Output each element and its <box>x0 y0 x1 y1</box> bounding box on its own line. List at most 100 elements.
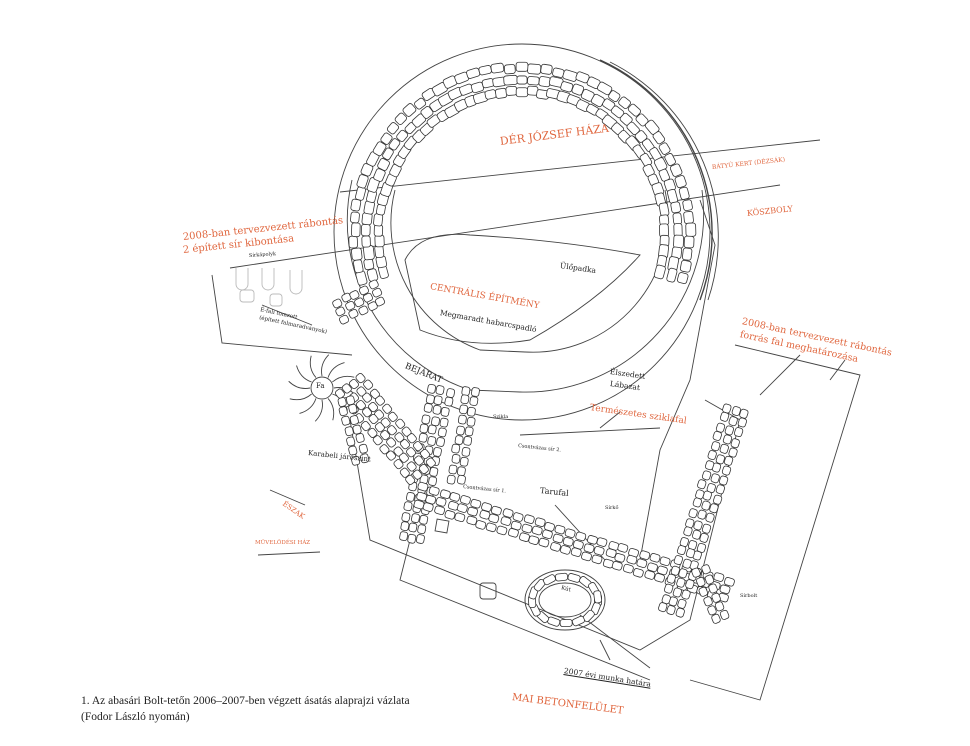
wall-stone <box>422 502 434 512</box>
wall-stone <box>456 503 468 513</box>
wall-stone <box>387 411 398 422</box>
wall-stone <box>360 223 371 237</box>
wall-stone <box>432 447 442 457</box>
wall-stone <box>444 396 454 407</box>
wall-stone <box>349 290 360 300</box>
wall-stone <box>516 75 528 85</box>
wall-stone <box>538 76 551 88</box>
wall-stone <box>341 415 351 426</box>
wall-stone <box>417 524 427 535</box>
wall-stone <box>559 618 573 628</box>
wall-stone <box>412 441 423 452</box>
wall-stone <box>374 422 385 433</box>
wall-stone <box>531 525 543 536</box>
well-ring <box>524 569 606 631</box>
wall-stone <box>335 388 345 399</box>
wall-stone <box>461 447 471 457</box>
wall-stone <box>685 222 697 237</box>
wall-stone <box>713 572 725 582</box>
wall-stone <box>350 211 360 224</box>
wall-stone <box>722 434 733 445</box>
wall-stone <box>415 534 425 544</box>
wall-stone <box>460 394 470 405</box>
wall-stone <box>521 523 533 534</box>
wall-stone <box>593 546 605 556</box>
wall-stone <box>380 132 393 145</box>
wall-stone <box>459 456 469 467</box>
tree-ray <box>288 380 311 389</box>
wall-stone <box>500 516 512 526</box>
wall-stone <box>352 424 362 435</box>
wall-stone <box>711 592 721 603</box>
wall-stone <box>351 455 361 466</box>
wall-stone <box>382 147 394 161</box>
wall-stone <box>348 403 358 414</box>
wall-stone <box>666 267 678 283</box>
wall-stone <box>552 533 564 544</box>
wall-stone <box>459 404 469 415</box>
wall-stone <box>704 460 715 471</box>
wall-stone <box>439 417 449 428</box>
wall-stone <box>368 279 379 290</box>
wall-stone <box>427 436 437 446</box>
wall-stone <box>719 443 729 454</box>
wall-stone <box>632 568 644 578</box>
wall-stone <box>400 439 410 450</box>
wall-stone <box>406 461 417 472</box>
wall-stone <box>701 500 711 511</box>
wall-stone <box>681 589 691 600</box>
wall-stone <box>433 395 443 406</box>
wall-stone <box>683 526 693 537</box>
wall-stone <box>644 570 656 580</box>
wall-stone <box>448 464 458 475</box>
wall-stone <box>362 407 373 418</box>
wall-stone <box>692 497 702 508</box>
wall-stone <box>724 425 734 436</box>
wall-stone <box>614 553 626 563</box>
wall-stone <box>461 386 471 396</box>
wall-stone <box>683 235 695 249</box>
wall-stone <box>693 520 703 531</box>
wall-stone <box>374 234 385 248</box>
wall-stone <box>724 577 735 587</box>
wall-stone <box>496 525 508 536</box>
wall-stone <box>459 495 471 505</box>
wall-stone <box>394 112 407 125</box>
wall-stone <box>423 403 433 413</box>
wall-stone <box>451 443 461 454</box>
wall-stone <box>346 436 356 447</box>
wall-stone <box>649 553 661 563</box>
tree-symbol <box>288 354 356 422</box>
wall-stone <box>538 537 550 548</box>
wall-stone <box>495 87 508 99</box>
wall-stone <box>560 81 574 93</box>
wall-stone <box>348 235 358 249</box>
wall-stone <box>715 454 726 465</box>
wall-stone <box>352 259 364 274</box>
wall-stone <box>421 414 431 425</box>
wall-stone <box>406 491 415 502</box>
wall-stone <box>417 481 429 492</box>
ring-wall-outer <box>346 179 705 393</box>
wall-stone <box>587 535 598 545</box>
wall-stone <box>363 258 375 271</box>
wall-stone <box>471 387 480 397</box>
wall-stone <box>446 388 456 398</box>
wall-stone <box>431 416 440 427</box>
wall-stone <box>692 529 702 540</box>
wall-stone <box>673 555 684 566</box>
wall-stone <box>420 448 430 460</box>
wall-stone <box>405 474 416 485</box>
wall-stone <box>672 587 683 598</box>
wall-stone <box>593 590 603 604</box>
wall-stone <box>728 447 738 458</box>
wall-stone <box>457 414 467 425</box>
outer-arc <box>599 59 713 301</box>
wall-stone <box>418 432 428 443</box>
wall-stone <box>440 407 450 417</box>
wall-stone <box>427 424 437 435</box>
wall-stone <box>554 524 566 535</box>
wall-stone <box>444 510 456 520</box>
wall-stone <box>337 397 347 407</box>
wall-stone <box>386 425 397 436</box>
